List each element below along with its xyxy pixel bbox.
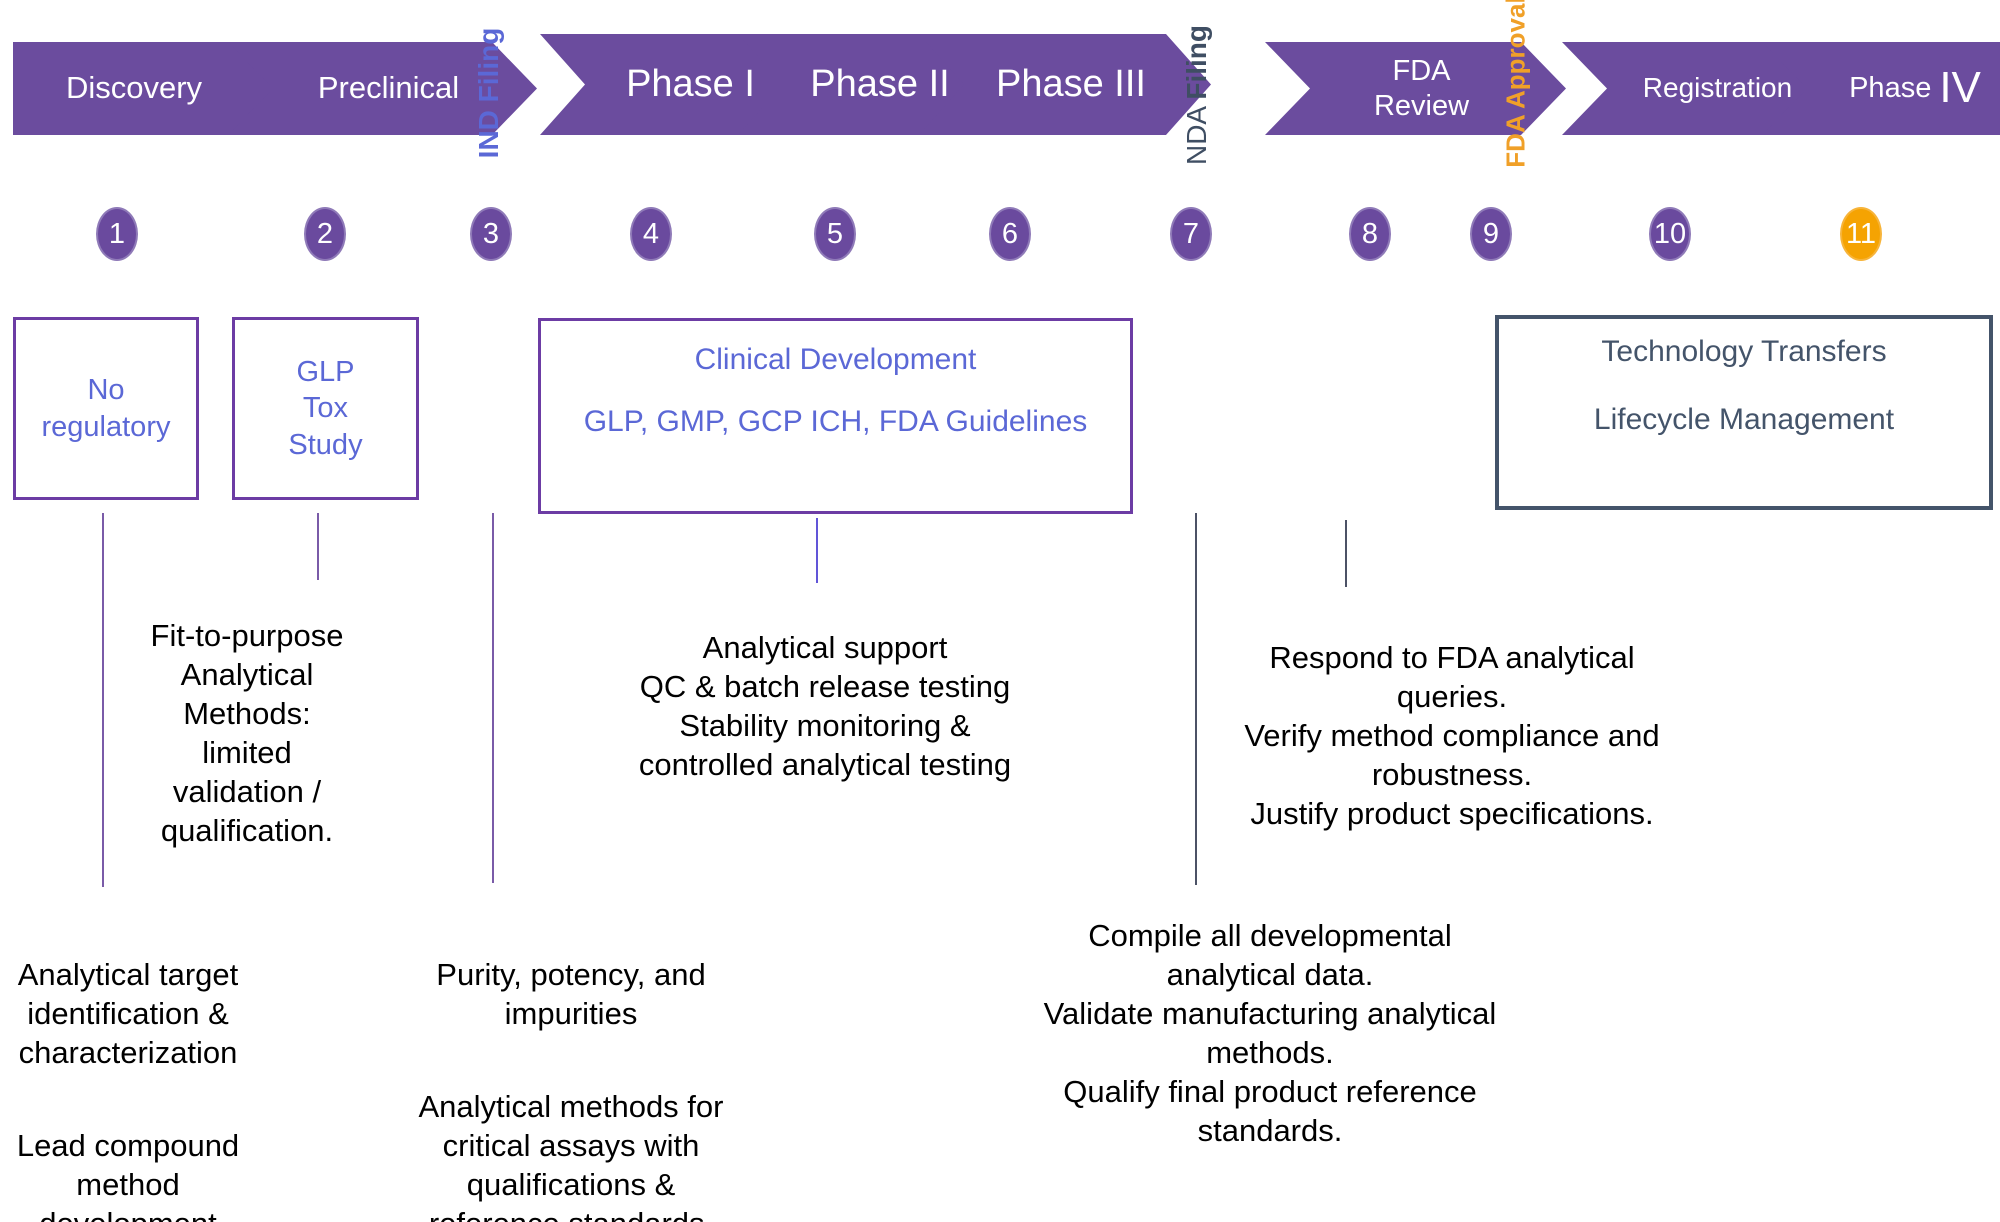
connector-line-fda-review — [1345, 520, 1347, 587]
step-circle-1: 1 — [96, 207, 138, 261]
stage-arrow-preclinical: Preclinical — [228, 42, 537, 135]
box-subtitle: GLP, GMP, GCP ICH, FDA Guidelines — [583, 404, 1088, 438]
note-paragraph: Analytical target identification & chara… — [17, 957, 239, 1071]
step-circle-2: 2 — [304, 207, 346, 261]
stage-arrow-label: Phase I — [626, 62, 755, 105]
stage-arrow-label: Discovery — [65, 70, 203, 106]
box-technology-transfers: Technology Transfers Lifecycle Managemen… — [1495, 315, 1993, 510]
stage-arrow-label-numeral: IV — [1939, 63, 1981, 113]
box-clinical-development: Clinical Development GLP, GMP, GCP ICH, … — [538, 318, 1133, 514]
stage-arrow-label: Phase II — [810, 62, 950, 105]
note-paragraph: Analytical methods for critical assays w… — [418, 1089, 724, 1222]
stage-arrow-label: Registration — [1642, 72, 1793, 104]
stage-arrow-phase-3: Phase III — [919, 34, 1211, 135]
milestone-text-bold: Filing — [1181, 24, 1212, 100]
milestone-text: IND Filing — [473, 27, 504, 159]
step-circle-6: 6 — [989, 207, 1031, 261]
stage-arrow-fda-review: FDA Review — [1265, 42, 1566, 135]
note-purity-potency: Purity, potency, and impurities Analytic… — [391, 916, 751, 1222]
step-circle-11: 11 — [1840, 207, 1882, 261]
step-circle-10: 10 — [1649, 207, 1691, 261]
box-title: Technology Transfers — [1601, 335, 1887, 368]
step-circle-7: 7 — [1170, 207, 1212, 261]
connector-line-preclinical — [317, 513, 319, 580]
box-glp-tox-study: GLP Tox Study — [232, 317, 419, 500]
stage-arrow-label: Preclinical — [317, 70, 460, 106]
note-fit-to-purpose: Fit-to-purpose Analytical Methods: limit… — [150, 618, 344, 849]
milestone-text: FDA Approval — [1500, 0, 1531, 168]
milestone-label-ind-filing: IND Filing — [473, 28, 505, 159]
box-subtitle: Lifecycle Management — [1593, 402, 1895, 436]
stage-arrow-label: FDA Review — [1373, 54, 1470, 122]
stage-arrow-label: Phase — [1849, 71, 1932, 104]
step-circle-4: 4 — [630, 207, 672, 261]
note-paragraph: Lead compound method development — [16, 1128, 240, 1222]
stage-arrow-label: Phase III — [996, 62, 1146, 105]
step-circle-3: 3 — [470, 207, 512, 261]
connector-line-ind-filing — [492, 513, 494, 883]
step-circle-9: 9 — [1470, 207, 1512, 261]
milestone-text: NDA — [1181, 99, 1212, 166]
note-compile-data: Compile all developmental analytical dat… — [1043, 918, 1497, 1149]
note-analytical-support: Analytical support QC & batch release te… — [638, 630, 1012, 783]
connector-line-nda-filing — [1195, 513, 1197, 885]
connector-line-discovery — [102, 513, 104, 887]
step-circle-8: 8 — [1349, 207, 1391, 261]
note-paragraph: Purity, potency, and impurities — [436, 957, 706, 1032]
box-title: Clinical Development — [694, 343, 977, 376]
milestone-label-fda-approval: FDA Approval — [1501, 0, 1532, 168]
note-respond-fda: Respond to FDA analytical queries. Verif… — [1244, 640, 1660, 832]
note-discovery-deliverables: Analytical target identification & chara… — [0, 916, 256, 1222]
milestone-label-nda-filing: NDA Filing — [1181, 25, 1213, 165]
step-circle-5: 5 — [814, 207, 856, 261]
connector-line-clinical — [816, 518, 818, 583]
box-no-regulatory: No regulatory — [13, 317, 199, 500]
